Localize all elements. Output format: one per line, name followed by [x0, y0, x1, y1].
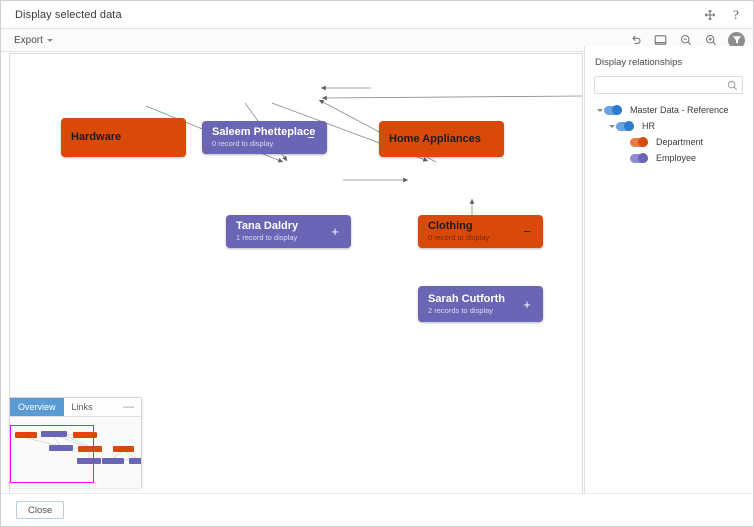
tree-item-label: HR	[642, 121, 655, 131]
minimap-body[interactable]	[10, 417, 141, 488]
export-dropdown[interactable]: Export	[14, 35, 53, 46]
minimap-tabs: Overview Links —	[10, 398, 141, 417]
visibility-toggle[interactable]	[630, 137, 648, 147]
filter-icon[interactable]	[728, 31, 745, 49]
node-subtitle: 0 record to display	[212, 139, 274, 148]
chevron-down-icon[interactable]	[607, 124, 616, 128]
tree-item-label: Master Data - Reference	[630, 105, 729, 115]
node-text: Hardware	[71, 131, 176, 144]
tree-row[interactable]: Master Data - Reference	[585, 102, 753, 118]
dialog-footer: Close	[1, 493, 753, 526]
page-title: Display selected data	[15, 8, 122, 21]
tree-row[interactable]: Employee	[585, 150, 753, 166]
minimap-node	[41, 431, 67, 437]
minimap-node	[73, 432, 97, 438]
minimap-node	[77, 458, 101, 464]
tab-overview[interactable]: Overview	[10, 398, 64, 416]
node-subtitle: 0 record to display	[428, 233, 490, 242]
close-button[interactable]: Close	[16, 501, 65, 519]
canvas-toolbar: Export	[1, 29, 753, 52]
chevron-down-icon	[46, 38, 53, 42]
overview-minimap-panel[interactable]: Overview Links —	[9, 397, 142, 488]
window-titlebar: Display selected data ?	[1, 1, 753, 29]
chevron-down-icon[interactable]	[595, 108, 604, 112]
minimap-node	[129, 458, 141, 464]
node-title: Tana Daldry	[236, 220, 299, 232]
tab-links[interactable]: Links	[71, 402, 93, 412]
titlebar-actions: ?	[703, 8, 743, 22]
node-subtitle: 1 record to display	[236, 233, 298, 242]
node-title: Saleem Phetteplace	[212, 126, 316, 138]
minimap-node	[78, 446, 102, 452]
graph-node-hardware[interactable]: Hardware	[61, 118, 186, 157]
visibility-toggle[interactable]	[630, 153, 648, 163]
minimap-node	[102, 458, 124, 464]
minimap-edges	[25, 434, 137, 461]
node-expand-icon[interactable]: +	[331, 224, 339, 239]
node-title: Clothing	[428, 220, 473, 232]
move-icon[interactable]	[703, 8, 717, 22]
graph-node-home-appliances[interactable]: Home Appliances	[379, 121, 504, 157]
tree-item-label: Employee	[656, 153, 697, 163]
search-field-wrap	[594, 75, 743, 94]
undo-icon[interactable]	[628, 33, 643, 48]
panel-title: Display relationships	[595, 57, 683, 68]
display-relationships-panel: Display relationships Master Data - Refe…	[584, 46, 753, 516]
minimap-node	[49, 445, 73, 451]
node-collapse-icon[interactable]: −	[307, 130, 315, 145]
zoom-out-icon[interactable]	[678, 33, 693, 48]
visibility-toggle[interactable]	[604, 105, 622, 115]
minimap-node	[15, 432, 37, 438]
toolbar-actions	[628, 31, 745, 49]
help-icon[interactable]: ?	[733, 7, 739, 22]
node-text: Home Appliances	[389, 133, 494, 146]
visibility-toggle[interactable]	[616, 121, 634, 131]
node-title: Home Appliances	[389, 132, 481, 145]
zoom-in-icon[interactable]	[703, 33, 718, 48]
minimap-node	[113, 446, 134, 452]
node-collapse-icon[interactable]: −	[523, 224, 531, 239]
node-title: Hardware	[71, 131, 122, 143]
tree-row[interactable]: Department	[585, 134, 753, 150]
node-title: Sarah Cutforth	[428, 292, 505, 305]
node-expand-icon[interactable]: +	[523, 296, 531, 312]
minimap-collapse-icon[interactable]: —	[123, 400, 134, 413]
export-label: Export	[14, 34, 43, 46]
search-input[interactable]	[594, 76, 743, 94]
node-subtitle: 2 records to display	[428, 305, 494, 315]
fit-to-screen-icon[interactable]	[653, 33, 668, 48]
tree-item-label: Department	[656, 137, 704, 147]
tree-row[interactable]: HR	[585, 118, 753, 134]
